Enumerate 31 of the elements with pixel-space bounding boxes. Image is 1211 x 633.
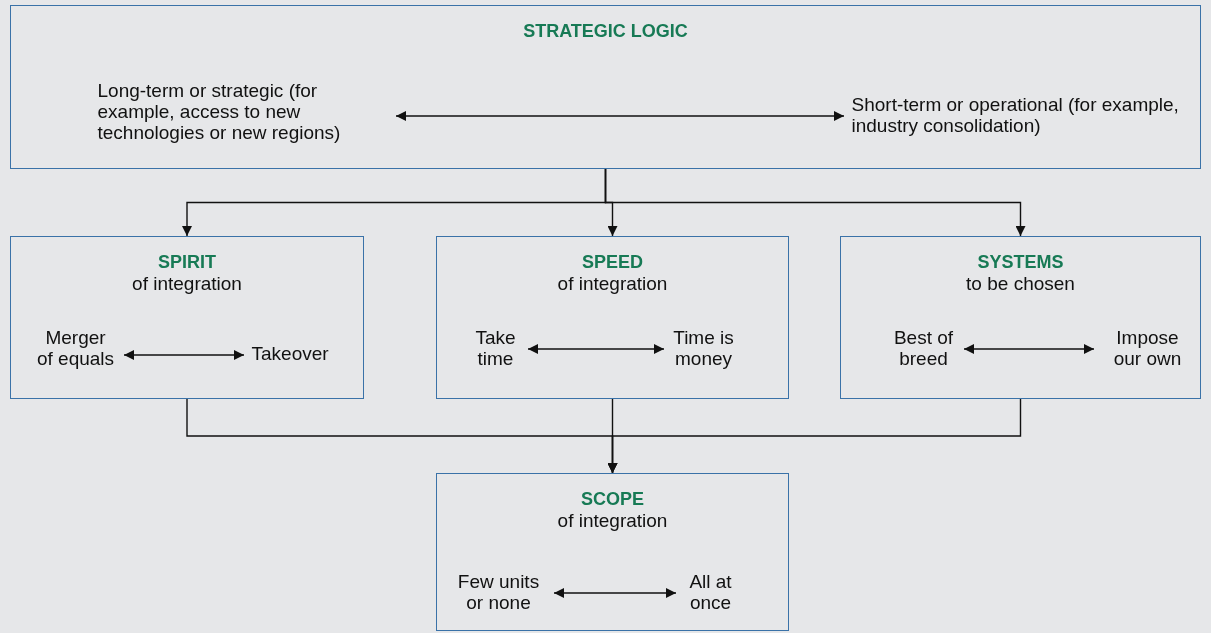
section-box xyxy=(840,236,1201,399)
option-label: Time is money xyxy=(671,326,736,371)
connector-arrow xyxy=(604,168,1026,237)
double-arrow xyxy=(395,111,845,121)
section-heading: SYSTEMS xyxy=(976,252,1065,273)
option-label: Best of breed xyxy=(891,326,956,371)
double-arrow xyxy=(123,350,245,360)
option-label: Few units or none xyxy=(451,570,546,615)
connector-arrow xyxy=(607,398,1022,474)
option-label: Short-term or operational (for example, industry consolidation) xyxy=(851,93,1204,138)
option-label: Impose our own xyxy=(1101,326,1194,371)
section-subheading: of integration xyxy=(556,273,669,294)
option-label: Long-term or strategic (for example, access to new technologies or new regions) xyxy=(97,79,388,146)
double-arrow xyxy=(553,588,677,598)
section-box xyxy=(10,236,364,399)
option-label: Takeover xyxy=(251,342,342,367)
section-subheading: of integration xyxy=(131,273,243,294)
option-label: Take time xyxy=(471,326,520,371)
section-box xyxy=(10,5,1201,169)
section-heading: SCOPE xyxy=(580,489,645,510)
section-box xyxy=(436,236,789,399)
section-heading: STRATEGIC LOGIC xyxy=(522,21,689,42)
section-subheading: to be chosen xyxy=(965,273,1076,294)
section-heading: SPIRIT xyxy=(157,252,217,273)
double-arrow xyxy=(527,344,665,354)
section-box xyxy=(436,473,789,631)
option-label: All at once xyxy=(683,570,738,615)
double-arrow xyxy=(963,344,1095,354)
option-label: Merger of equals xyxy=(35,326,116,371)
section-heading: SPEED xyxy=(581,252,644,273)
section-subheading: of integration xyxy=(556,510,669,531)
